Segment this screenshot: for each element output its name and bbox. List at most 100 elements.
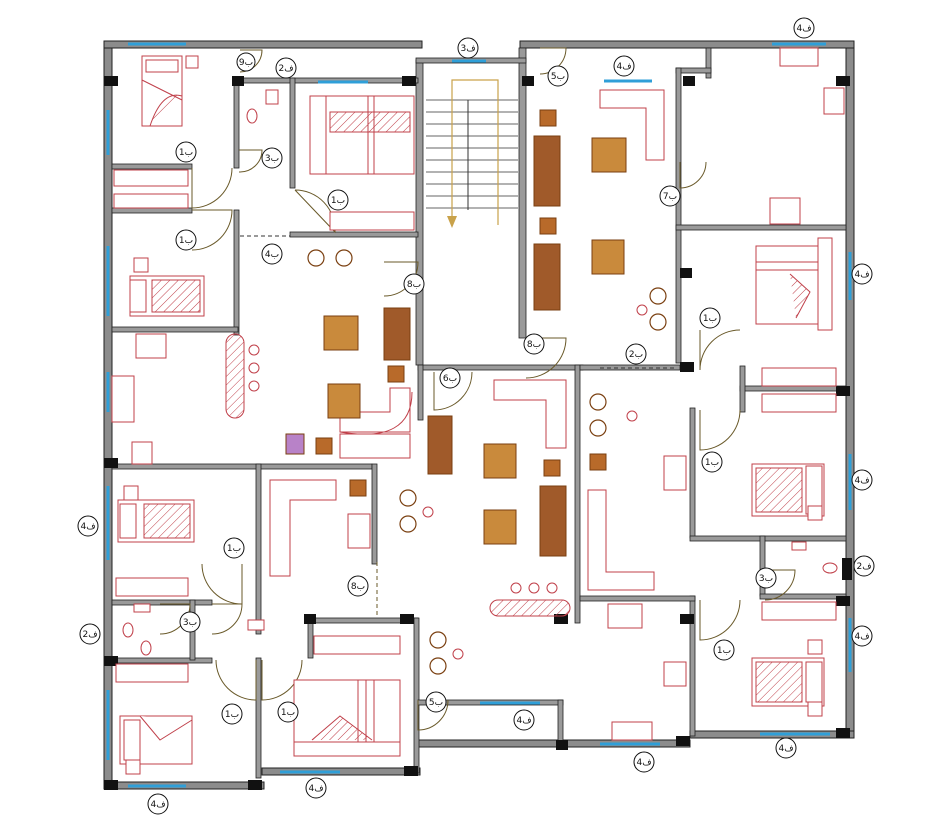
wall-c-1 — [417, 364, 584, 371]
nightstand — [133, 257, 149, 273]
column — [680, 362, 694, 372]
kitchen-counter — [131, 441, 153, 465]
door-swing — [679, 161, 707, 189]
sink — [247, 619, 265, 631]
door-swing — [215, 659, 257, 701]
label-text: 4ف — [150, 800, 165, 810]
label-tag: 5ب — [547, 65, 569, 87]
columns — [104, 76, 852, 790]
column — [836, 76, 850, 86]
bed — [751, 657, 825, 707]
label-text: 1ب — [227, 544, 241, 554]
wall-lm-3 — [111, 599, 213, 606]
wall-tl-8 — [111, 326, 239, 333]
label-tag: 3ب — [179, 611, 201, 633]
label-tag: 2ف — [853, 555, 875, 577]
column — [683, 76, 695, 86]
lounge-chair — [649, 287, 667, 305]
nightstand — [663, 661, 687, 687]
exterior-walls — [103, 40, 855, 790]
stair-direction-arrow — [451, 79, 499, 225]
staircase — [426, 79, 518, 228]
wardrobe — [761, 367, 837, 387]
label-text: 4ف — [516, 716, 531, 726]
sink — [265, 89, 279, 105]
wardrobe — [115, 663, 189, 683]
wall-bottom-left2 — [261, 767, 421, 776]
label-text: 4ف — [636, 758, 651, 768]
column — [676, 736, 690, 746]
label-text: 3ب — [183, 618, 197, 628]
column — [522, 76, 534, 86]
end-table — [539, 109, 557, 127]
lounge-chair — [589, 393, 607, 411]
label-tag: 1ب — [699, 307, 721, 329]
nightstand — [125, 759, 141, 775]
wall-c-3 — [417, 364, 424, 421]
label-tag: 1ب — [175, 141, 197, 163]
label-text: 2ف — [278, 64, 293, 74]
bar-stool — [546, 582, 558, 594]
kitchen-counter — [347, 513, 371, 549]
label-tag: 1ب — [713, 639, 735, 661]
door-swing — [238, 149, 263, 173]
label-tag: 4ف — [851, 263, 873, 285]
label-text: 8ب — [351, 582, 365, 592]
label-text: 9ب — [239, 58, 253, 68]
lounge-chair — [429, 657, 447, 675]
wardrobe — [113, 169, 189, 187]
wall-stair-right — [518, 47, 527, 339]
lounge-chair — [649, 313, 667, 331]
label-text: 1ب — [225, 710, 239, 720]
end-table — [387, 365, 405, 383]
wall-c-5 — [557, 699, 564, 746]
label-tag: 5ب — [425, 691, 447, 713]
lounge-chair — [399, 489, 417, 507]
label-tag: 1ب — [175, 229, 197, 251]
sofa — [339, 433, 411, 459]
label-tag: 4ف — [775, 737, 797, 759]
wall-tl-5 — [111, 207, 193, 214]
door-swing — [239, 49, 263, 73]
label-tag: 4ب — [261, 243, 283, 265]
label-text: 5ب — [551, 72, 565, 82]
label-tag: 4ف — [793, 17, 815, 39]
label-text: 8ب — [407, 280, 421, 290]
wall-r-13 — [739, 365, 746, 413]
label-tag: 4ف — [851, 469, 873, 491]
sofa — [587, 489, 655, 591]
label-tag: 6ب — [439, 367, 461, 389]
bar-stool — [528, 582, 540, 594]
label-text: 2ب — [629, 350, 643, 360]
label-tag: 2ب — [625, 343, 647, 365]
end-table — [349, 479, 367, 497]
label-tag: 1ب — [277, 701, 299, 723]
toilet — [246, 108, 258, 124]
column — [554, 614, 568, 624]
label-tag: 2ف — [79, 623, 101, 645]
label-tag: 7ب — [659, 185, 681, 207]
label-text: 5ب — [429, 698, 443, 708]
label-text: 2ف — [82, 630, 97, 640]
door-swing — [539, 47, 567, 75]
end-table — [539, 217, 557, 235]
bed — [141, 55, 183, 127]
label-text: 1ب — [179, 148, 193, 158]
wall-top-left — [103, 40, 423, 49]
column — [104, 458, 118, 468]
lounge-chair — [589, 419, 607, 437]
interior-walls — [111, 47, 847, 779]
wall-r-12 — [579, 595, 696, 602]
label-tag: 8ب — [347, 575, 369, 597]
living-furniture — [285, 109, 627, 557]
column — [680, 268, 692, 278]
sofa — [599, 89, 665, 161]
door-swing — [764, 569, 796, 601]
label-tag: 3ف — [457, 37, 479, 59]
toilet — [122, 622, 134, 638]
label-tag: 1ب — [701, 451, 723, 473]
label-tag: 3ب — [755, 567, 777, 589]
lounge-chairs — [307, 249, 667, 675]
nightstand — [123, 485, 139, 501]
